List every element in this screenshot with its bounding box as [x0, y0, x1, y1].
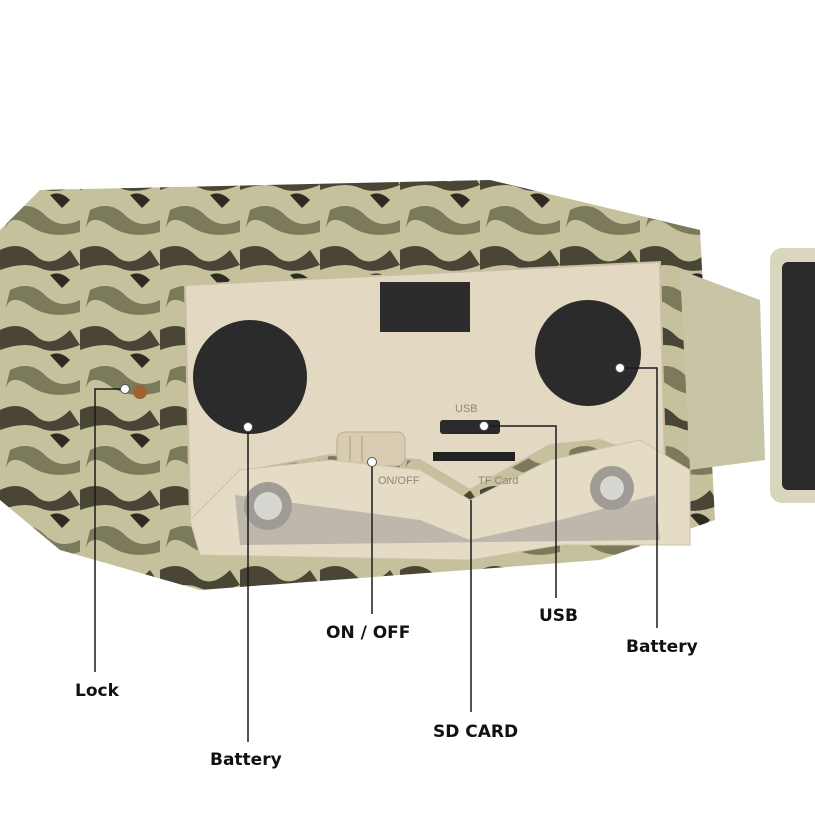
callout-dots: [120, 363, 625, 467]
label-usb: USB: [539, 606, 579, 626]
on-off-print: ON/OFF: [378, 475, 420, 487]
sd-card-slot: [433, 452, 515, 461]
usb-print: USB: [455, 403, 478, 415]
lock-icon: [133, 385, 147, 399]
label-on-off: ON / OFF: [326, 623, 411, 643]
callout-lines: [94, 367, 658, 742]
label-sd-card: SD CARD: [433, 722, 519, 742]
label-battery-right: Battery: [626, 637, 698, 657]
battery-door: [189, 439, 691, 561]
label-battery-left: Battery: [210, 750, 282, 770]
label-lock: Lock: [75, 681, 119, 701]
lock-callout-line: [94, 388, 125, 672]
usb-port: [440, 420, 500, 434]
battery-slot-left: [193, 320, 307, 434]
device-printing: USB ON/OFF TF Card: [378, 403, 518, 487]
battery-right-callout-line: [620, 367, 658, 628]
battery-slot-right: [535, 300, 641, 406]
tf-card-print: TF Card: [478, 475, 518, 487]
connector-block: [380, 282, 470, 332]
usb-callout-line: [484, 425, 557, 598]
